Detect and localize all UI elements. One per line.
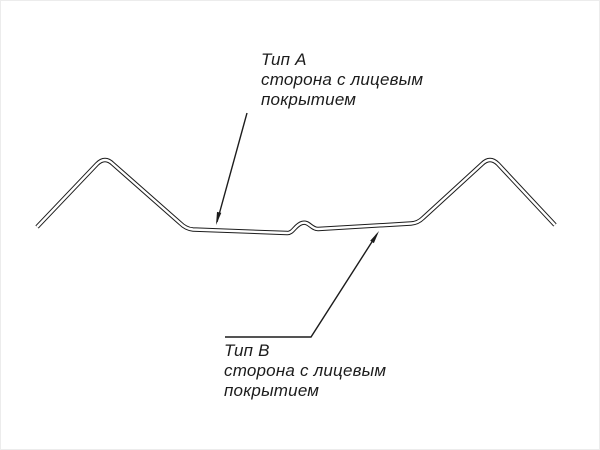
label-type-a-title: Тип А — [261, 50, 307, 69]
leader-line-a — [216, 112, 248, 223]
label-type-b-line1: сторона с лицевым — [224, 361, 387, 380]
label-type-b: Тип В сторона с лицевым покрытием — [224, 341, 386, 401]
leader-type-a — [216, 112, 248, 225]
label-type-a: Тип А сторона с лицевым покрытием — [261, 50, 423, 110]
leader-type-b — [225, 231, 379, 338]
label-type-b-line2: покрытием — [224, 381, 320, 400]
label-type-a-line2: покрытием — [261, 90, 357, 109]
leader-line-b — [225, 233, 378, 338]
arrowhead-b — [370, 231, 379, 244]
arrowhead-a — [216, 211, 222, 225]
label-type-a-line1: сторона с лицевым — [261, 70, 424, 89]
sheet-profile-outline — [35, 157, 557, 236]
sheet-profile — [35, 157, 557, 236]
label-type-b-title: Тип В — [224, 341, 270, 360]
sheet-profile-core — [36, 158, 556, 235]
